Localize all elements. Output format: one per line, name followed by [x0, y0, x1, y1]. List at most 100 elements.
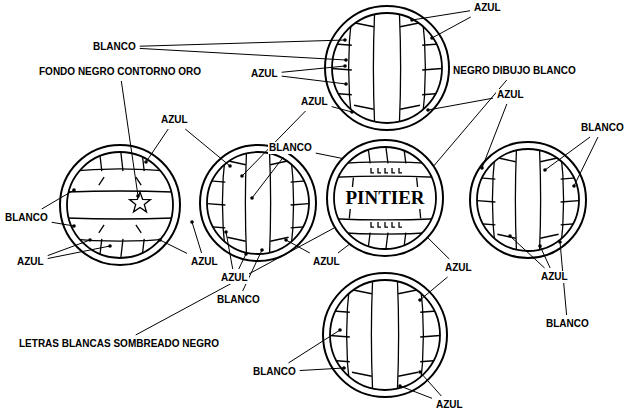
leader-dot — [144, 160, 148, 164]
panel-seam — [354, 23, 374, 27]
leader-dot — [343, 64, 347, 68]
color-callout: BLANCO — [252, 366, 297, 378]
panel-seam — [420, 310, 447, 312]
panel-seam — [352, 372, 372, 376]
panel-seam — [327, 218, 443, 220]
panel-seam — [392, 222, 395, 227]
panel-seam — [327, 162, 443, 165]
ball-node: PINTIER — [322, 137, 448, 259]
panel-seam — [398, 372, 418, 376]
leader-line — [226, 232, 233, 269]
leader-line — [252, 157, 283, 198]
ball-outline — [470, 142, 586, 258]
leader-dot — [284, 238, 288, 242]
leader-dot — [72, 188, 76, 192]
panel-seam — [561, 223, 586, 225]
panel-seam — [420, 360, 447, 362]
leader-line — [239, 254, 246, 269]
panel-seam — [323, 310, 350, 312]
volleyball-logo — [327, 140, 443, 256]
leader-dot — [244, 252, 248, 256]
panel-seam — [291, 226, 316, 228]
leader-line — [420, 372, 441, 396]
panel-seam — [470, 200, 495, 202]
panel-seam — [227, 237, 245, 241]
panel-seam — [421, 6, 425, 130]
brand-lettering: PINTIER — [343, 187, 426, 209]
panel-seam — [323, 360, 350, 362]
color-callout: BLANCO — [4, 212, 49, 224]
panel-seam — [400, 105, 420, 109]
leader-line — [192, 222, 202, 253]
star-emblem — [130, 192, 151, 212]
panel-seam — [497, 158, 515, 162]
color-callout: BLANCO — [268, 142, 313, 154]
panel-seam — [99, 239, 102, 265]
panel-seam — [60, 169, 180, 172]
leader-dot — [260, 248, 264, 252]
panel-seam — [99, 145, 102, 171]
leader-line — [432, 17, 471, 38]
panel-seam — [403, 233, 406, 256]
leader-line — [282, 76, 346, 84]
ball-outline — [200, 145, 316, 261]
leader-dot — [343, 38, 347, 42]
panel-seam — [200, 180, 225, 182]
leader-line — [48, 240, 90, 256]
leader-line — [48, 246, 110, 259]
leader-dot — [430, 36, 434, 40]
leader-dot — [338, 328, 342, 332]
panel-seam — [200, 203, 225, 205]
leader-dot — [543, 168, 547, 172]
leader-dot — [240, 174, 244, 178]
color-callout: AZUL — [16, 256, 45, 268]
color-callout: AZUL — [160, 114, 189, 126]
panel-seam — [270, 237, 288, 241]
panel-seam — [385, 140, 388, 163]
color-callout: AZUL — [540, 271, 569, 283]
leader-line — [140, 40, 345, 46]
panel-seam — [291, 203, 316, 205]
panel-seam — [367, 140, 370, 163]
leader-line — [160, 240, 187, 253]
leader-dot — [108, 244, 112, 248]
leader-line — [288, 330, 340, 363]
leader-dot — [508, 234, 512, 238]
panel-seam — [371, 222, 374, 227]
panel-seam — [371, 273, 373, 397]
leader-line — [52, 222, 74, 226]
leader-line — [574, 137, 598, 186]
panel-seam — [385, 233, 388, 256]
panel-seam — [419, 273, 423, 397]
panel-seam — [245, 145, 246, 261]
leader-dot — [350, 110, 354, 114]
leader-dot — [88, 238, 92, 242]
color-callout: AZUL — [444, 262, 473, 274]
leader-dot — [538, 244, 542, 248]
panel-seam — [497, 234, 515, 238]
leader-line — [510, 236, 545, 268]
panel-seam — [200, 226, 225, 228]
panel-seam — [561, 200, 586, 202]
leader-dot — [228, 164, 232, 168]
panel-seam — [60, 191, 180, 192]
panel-seam — [141, 145, 144, 171]
leader-line — [400, 386, 432, 398]
volleyball-side — [323, 273, 447, 397]
panel-seam — [141, 239, 144, 265]
color-callout: NEGRO DIBUJO BLANCO — [452, 65, 577, 77]
panel-seam — [136, 225, 141, 233]
panel-seam — [373, 6, 375, 130]
leader-dot — [418, 298, 422, 302]
leader-line — [282, 66, 345, 72]
color-callout: BLANCO — [92, 41, 137, 53]
panel-seam — [399, 222, 402, 227]
color-callout: BLANCO — [216, 294, 261, 306]
leader-line — [482, 104, 507, 168]
color-callout: BLANCO — [545, 318, 590, 330]
color-callout: AZUL — [190, 256, 219, 268]
panel-seam — [371, 168, 374, 173]
